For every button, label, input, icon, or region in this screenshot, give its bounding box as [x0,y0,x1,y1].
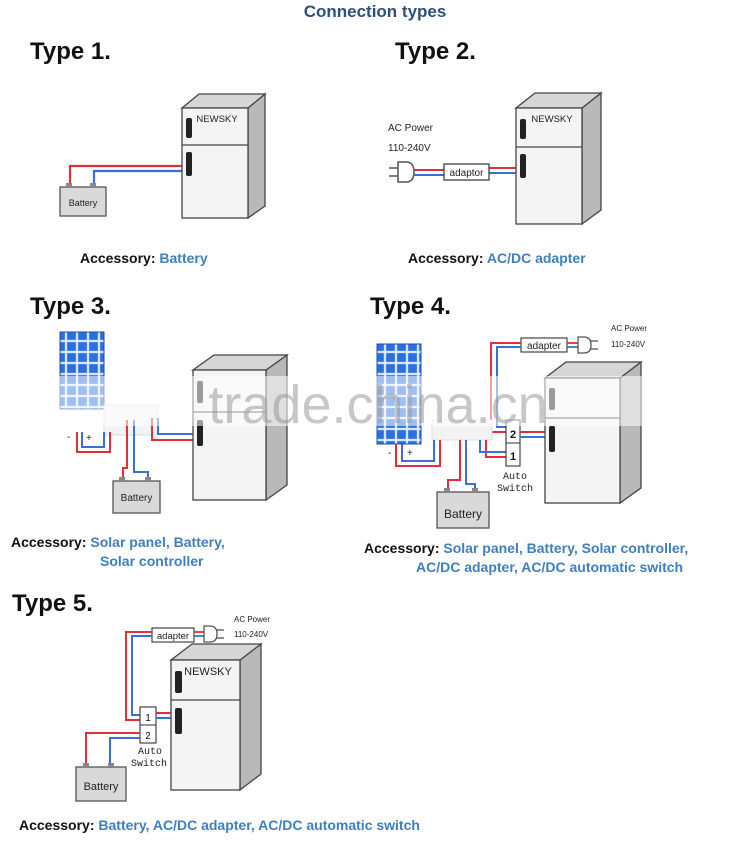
ac-power-label: AC Power [234,615,270,624]
adaptor-box: adaptor [443,163,490,181]
switch-port-1: 1 [145,713,151,724]
watermark: trade.china.cn [55,375,655,435]
battery-icon: Battery [59,183,107,217]
plug-icon [203,625,224,643]
adapter-label: adapter [527,341,562,352]
auto-switch-box: 1 2 [139,706,157,744]
switch-port-2: 2 [510,429,516,441]
type-3-title: Type 3. [30,293,111,320]
minus-label: - [388,448,391,459]
switch-port-2: 2 [145,731,151,742]
brand-label: NEWSKY [184,666,232,678]
battery-label: Battery [121,493,153,504]
auto-label: Auto [503,472,527,483]
battery-label: Battery [69,198,98,208]
fridge-icon: NEWSKY [514,91,603,226]
adapter-box: adapter [151,627,195,643]
watermark-text: trade.china.cn [208,375,547,435]
plug-icon [577,336,598,354]
type-3-accessory: Accessory: Solar panel, Battery, [11,534,225,550]
battery-icon: Battery [436,488,490,529]
type-2-accessory: Accessory: AC/DC adapter [408,250,586,266]
voltage-label: 110-240V [388,143,431,154]
ac-power-label: AC Power [388,123,434,134]
voltage-label: 110-240V [611,340,646,349]
type-4-accessory-line2: AC/DC adapter, AC/DC automatic switch [416,559,684,575]
switch-label: Switch [131,758,167,770]
page-title: Connection types [303,2,447,21]
fridge-icon: NEWSKY [169,642,263,792]
type-1-accessory: Accessory: Battery [80,250,208,266]
wire-blue [92,169,186,188]
brand-label: NEWSKY [531,114,573,125]
adapter-box: adapter [520,337,568,353]
switch-port-1: 1 [510,451,516,463]
battery-label: Battery [444,507,482,521]
switch-label: Switch [497,483,533,495]
fridge-icon: NEWSKY [180,92,267,220]
plus-label: + [86,433,92,444]
ac-power-label: AC Power [611,324,647,333]
type-5-accessory: Accessory: Battery, AC/DC adapter, AC/DC… [19,817,420,833]
auto-label: Auto [138,747,162,758]
type-5-title: Type 5. [12,590,93,617]
adapter-label: adapter [157,631,189,642]
plug-icon [389,161,415,183]
minus-label: - [67,432,70,443]
battery-icon: Battery [75,763,127,802]
battery-icon: Battery [112,477,161,514]
type-1-title: Type 1. [30,38,111,65]
wire-red [68,164,186,188]
type-1-diagram: Battery NEWSKY [59,92,267,220]
adaptor-label: adaptor [450,168,485,179]
type-4-accessory: Accessory: Solar panel, Battery, Solar c… [364,540,689,556]
type-2-title: Type 2. [395,38,476,65]
type-2-diagram: AC Power 110-240V adaptor NEWSKY [388,91,603,226]
brand-label: NEWSKY [196,114,238,125]
battery-label: Battery [84,781,119,793]
type-5-diagram: AC Power 110-240V adapter 1 2 Auto Switc… [75,615,270,802]
type-3-accessory-line2: Solar controller [100,553,204,569]
auto-switch-box: 2 1 [505,419,521,467]
type-4-title: Type 4. [370,293,451,320]
voltage-label: 110-240V [234,630,269,639]
plus-label: + [407,448,413,459]
